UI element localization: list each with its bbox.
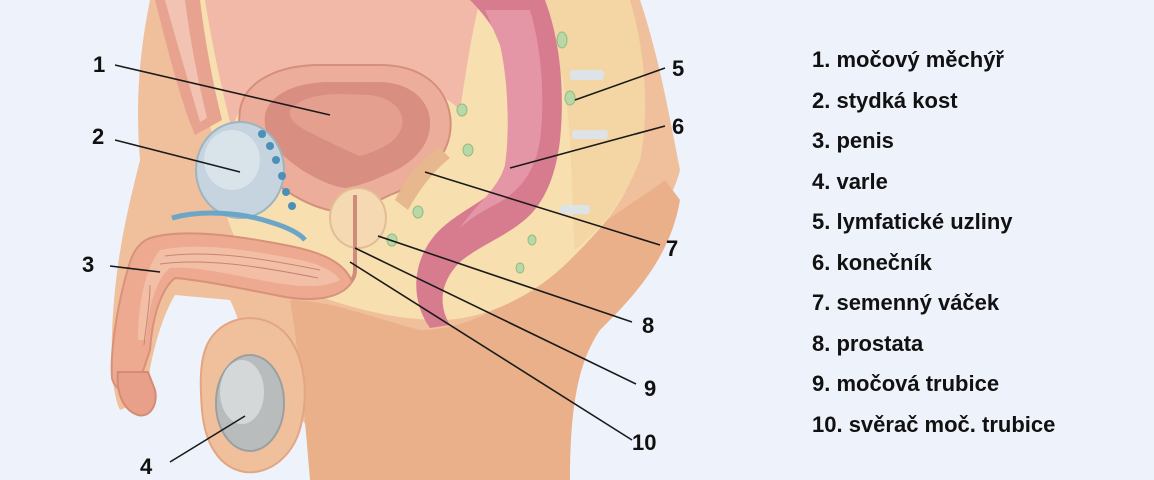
callout-number-6: 6 (672, 114, 684, 139)
callout-number-5: 5 (672, 56, 684, 81)
pubic-bone-highlight (204, 130, 260, 190)
prostate (330, 188, 386, 248)
legend-item-urethra: 9. močová trubice (812, 364, 1055, 405)
callout-number-7: 7 (666, 236, 678, 261)
legend-item-rectum: 6. konečník (812, 243, 1055, 284)
legend-item-pubic-bone: 2. stydká kost (812, 81, 1055, 122)
legend-list: 1. močový měchýř 2. stydká kost 3. penis… (812, 40, 1055, 445)
legend-item-urethral-sphincter: 10. svěrač moč. trubice (812, 405, 1055, 446)
callout-number-8: 8 (642, 313, 654, 338)
callout-number-9: 9 (644, 376, 656, 401)
legend-item-penis: 3. penis (812, 121, 1055, 162)
callout-number-10: 10 (632, 430, 656, 455)
legend-item-lymph-nodes: 5. lymfatické uzliny (812, 202, 1055, 243)
callout-number-3: 3 (82, 252, 94, 277)
legend-item-seminal-vesicle: 7. semenný váček (812, 283, 1055, 324)
legend-item-prostate: 8. prostata (812, 324, 1055, 365)
legend-item-testis: 4. varle (812, 162, 1055, 203)
testis-highlight (220, 360, 264, 424)
callout-number-2: 2 (92, 124, 104, 149)
legend-item-bladder: 1. močový měchýř (812, 40, 1055, 81)
callout-number-1: 1 (93, 52, 105, 77)
callout-number-4: 4 (140, 454, 153, 479)
male-pelvis-cross-section: 1 2 3 4 5 6 7 8 9 10 (0, 0, 800, 480)
glans (118, 372, 156, 415)
